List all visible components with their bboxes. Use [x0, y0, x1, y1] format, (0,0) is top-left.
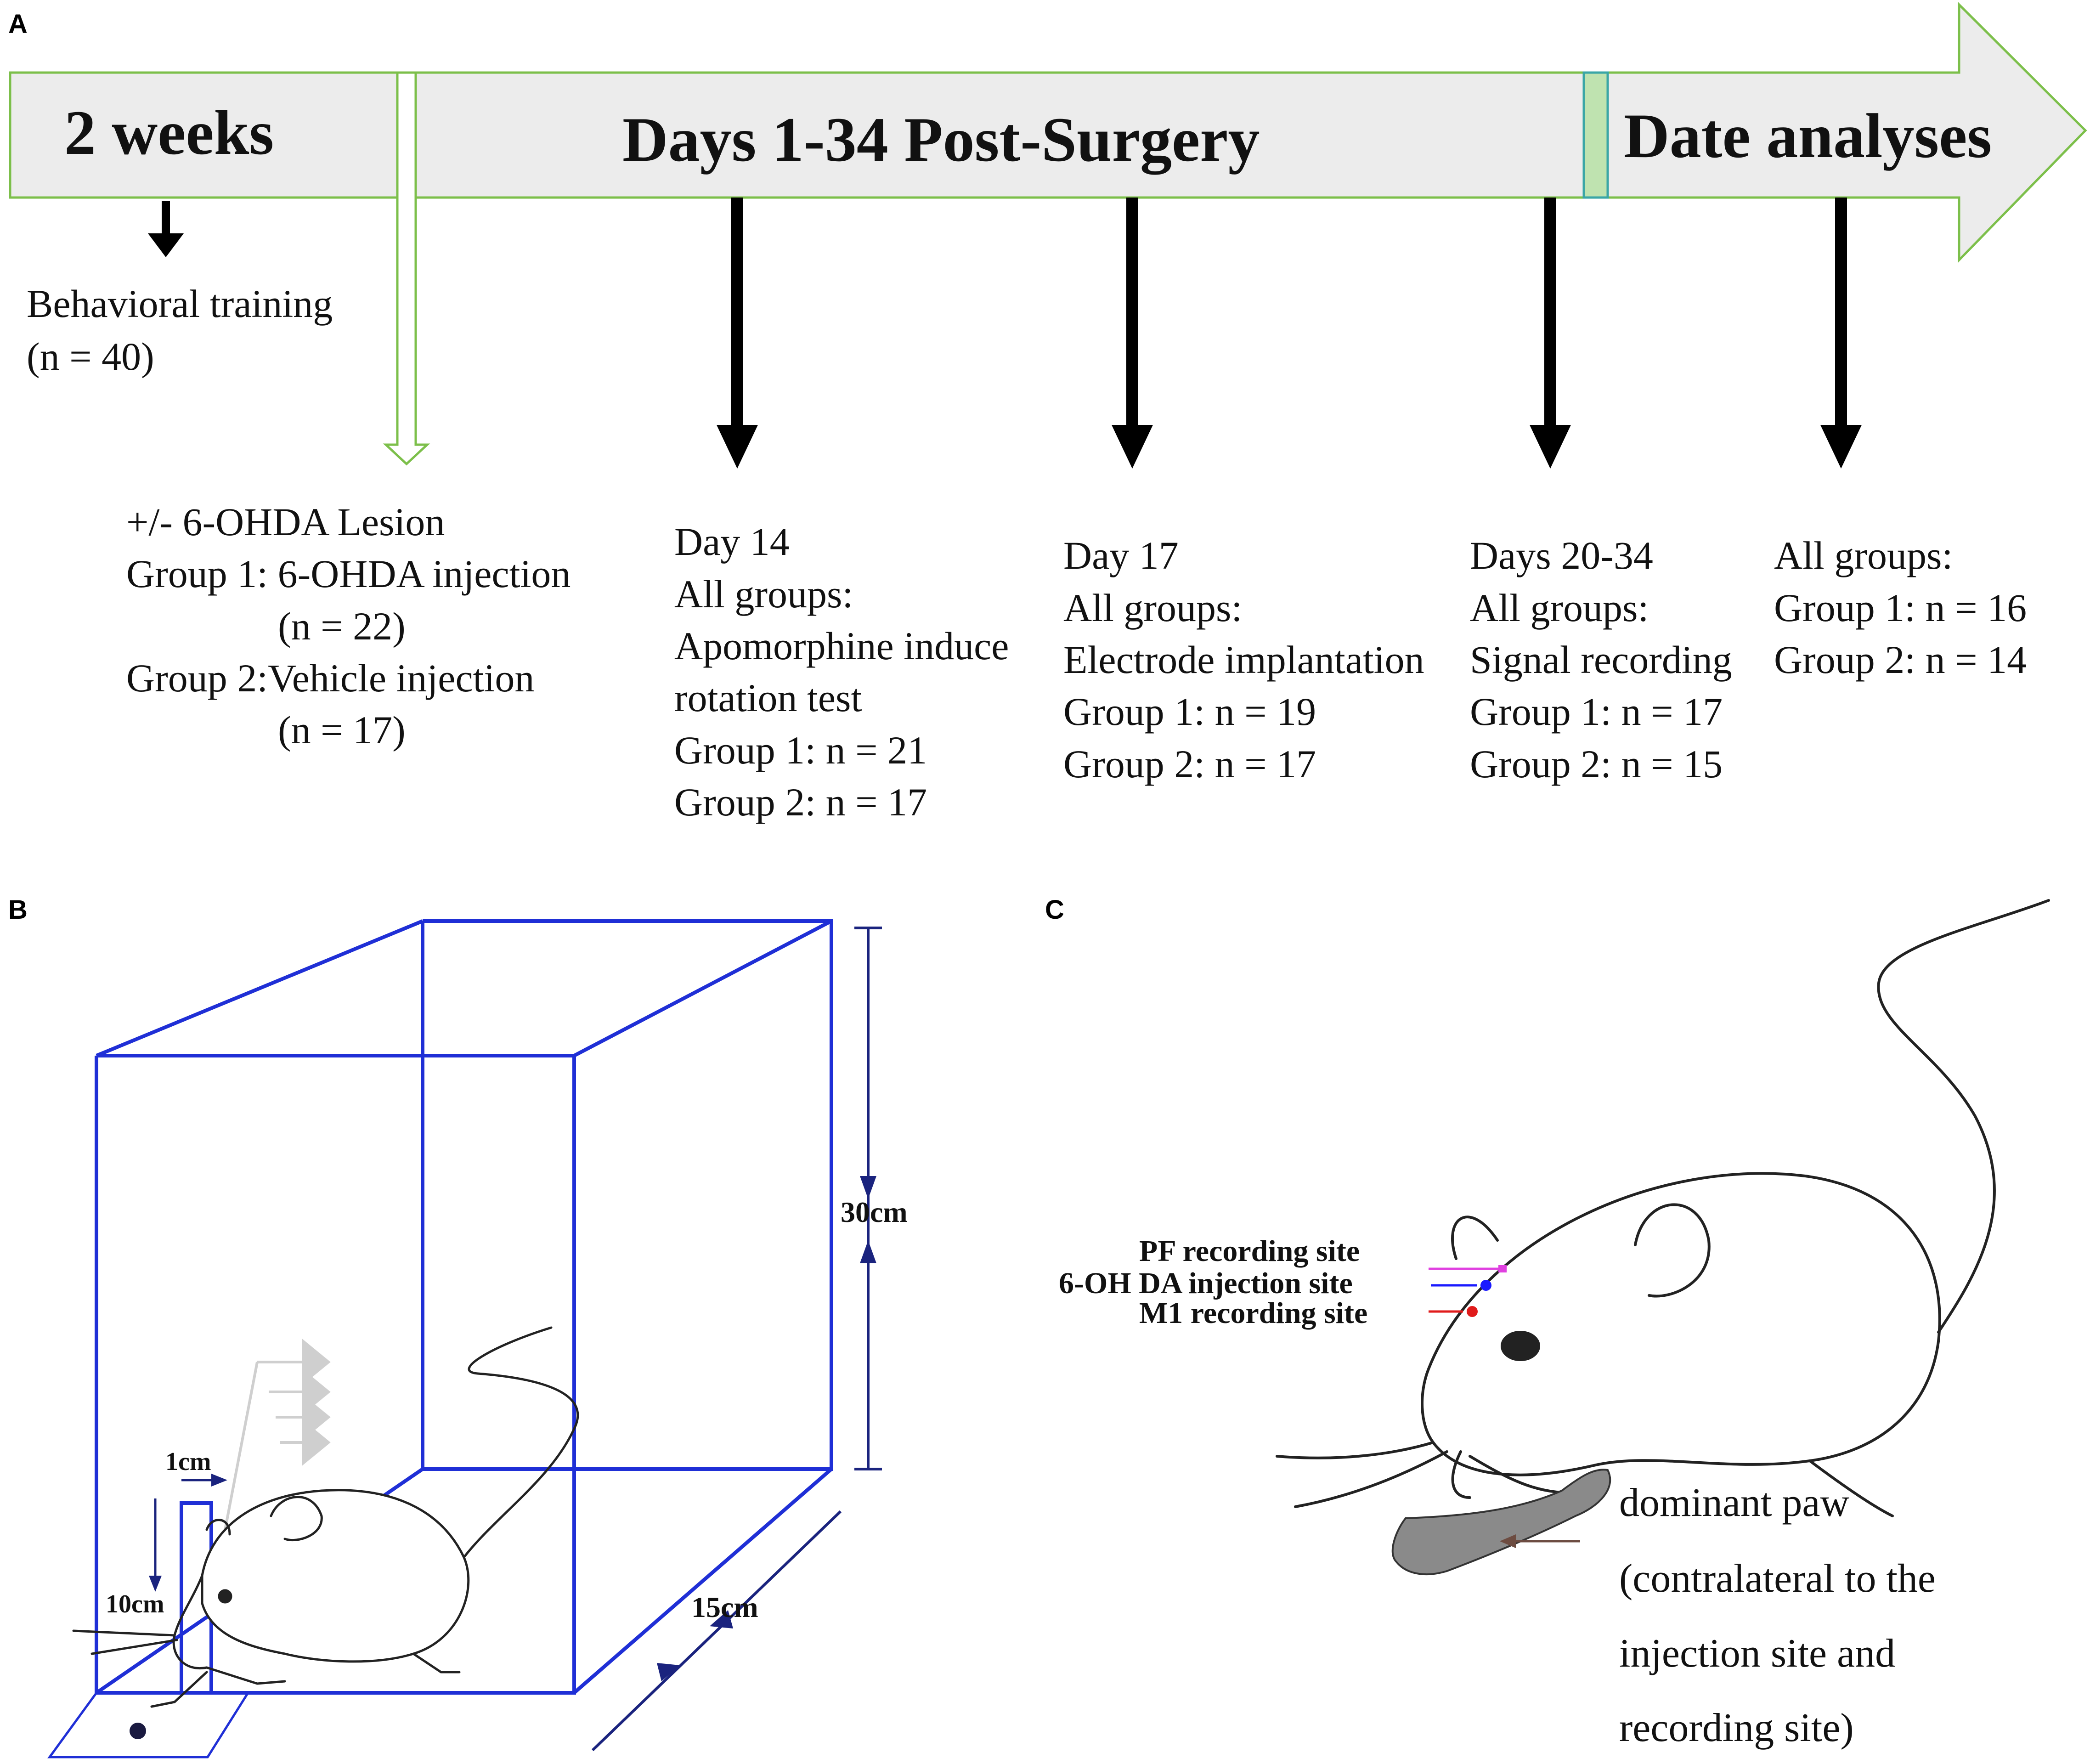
timeline-banner: [9, 1, 2087, 263]
training-line: (n = 40): [27, 334, 154, 379]
phase-data-analyses: Date analyses: [1624, 101, 1992, 171]
day14-arrow: [717, 198, 758, 469]
lesion-line: (n = 22): [278, 604, 406, 648]
panel-a-label: A: [8, 9, 28, 39]
slot-width-label: 1cm: [165, 1447, 211, 1476]
analyses-arrow: [1820, 198, 1862, 469]
lesion-line: +/- 6-OHDA Lesion: [126, 500, 445, 544]
paw-pointer-arrow: [1500, 1534, 1580, 1548]
phase-two-weeks: 2 weeks: [64, 97, 274, 168]
days20-34-line: Signal recording: [1470, 638, 1732, 682]
paw-caption-line: dominant paw: [1619, 1481, 1849, 1525]
mouse-sketch-lesion: [1276, 899, 2050, 1517]
depth-label: 15cm: [691, 1591, 758, 1623]
day17-line: Electrode implantation: [1063, 638, 1424, 682]
depth-dimension: [591, 1510, 842, 1752]
analysis-divider: [1582, 71, 1609, 199]
day17-line: All groups:: [1063, 586, 1242, 630]
dominant-paw: [1391, 1469, 1611, 1576]
day14-line: Day 14: [674, 520, 790, 564]
day14-line: Group 1: n = 21: [674, 728, 927, 772]
days20-34-line: Group 2: n = 15: [1470, 742, 1723, 786]
day17-line: Group 2: n = 17: [1063, 742, 1316, 786]
day17-line: Group 1: n = 19: [1063, 690, 1316, 734]
day14-line: rotation test: [674, 676, 862, 720]
injection-site-marker: [1431, 1280, 1491, 1291]
analyses-line: Group 1: n = 16: [1774, 586, 2027, 630]
reaching-motion-icon: [224, 1338, 331, 1530]
m1-recording-label: M1 recording site: [1139, 1296, 1367, 1330]
day14-line: Group 2: n = 17: [674, 780, 927, 824]
days20-34-line: Group 1: n = 17: [1470, 690, 1723, 734]
day17-line: Day 17: [1063, 533, 1179, 577]
lesion-line: Group 1: 6-OHDA injection: [126, 552, 571, 596]
pf-recording-marker: [1429, 1265, 1507, 1272]
day14-step: Day 14 All groups: Apomorphine induce ro…: [674, 520, 1009, 824]
m1-recording-marker: [1429, 1306, 1478, 1317]
pellet-plate: [47, 1691, 250, 1758]
days20-34-step: Days 20-34 All groups: Signal recording …: [1470, 533, 1732, 786]
phase-post-surgery: Days 1-34 Post-Surgery: [622, 104, 1260, 175]
day14-line: All groups:: [674, 572, 853, 616]
day17-arrow: [1112, 198, 1153, 469]
lesion-step: +/- 6-OHDA Lesion Group 1: 6-OHDA inject…: [126, 500, 571, 752]
analyses-line: Group 2: n = 14: [1774, 638, 2027, 682]
paw-caption-line: injection site and: [1619, 1631, 1895, 1676]
paw-caption-line: (contralateral to the: [1619, 1556, 1936, 1601]
panel-b-label: B: [8, 895, 28, 925]
height-label: 30cm: [841, 1196, 908, 1228]
slot-dimensions: [149, 1474, 227, 1592]
paw-caption-line: recording site): [1619, 1706, 1854, 1750]
training-line: Behavioral training: [27, 282, 333, 326]
day14-line: Apomorphine induce: [674, 624, 1009, 668]
training-arrow: [148, 201, 184, 257]
surgery-marker-arrow: [383, 71, 430, 466]
day17-step: Day 17 All groups: Electrode implantatio…: [1063, 533, 1424, 786]
days20-34-arrow: [1530, 198, 1571, 469]
injection-site-label: 6-OH DA injection site: [1059, 1266, 1353, 1300]
days20-34-line: All groups:: [1470, 586, 1649, 630]
slot-height-label: 10cm: [106, 1590, 164, 1618]
mouse-sketch-reaching: [72, 1326, 579, 1708]
lesion-line: (n = 17): [278, 708, 406, 752]
analyses-step: All groups: Group 1: n = 16 Group 2: n =…: [1774, 533, 2027, 682]
dominant-paw-caption: dominant paw (contralateral to the injec…: [1619, 1481, 1936, 1750]
height-dimension: [854, 927, 882, 1470]
pf-recording-label: PF recording site: [1139, 1234, 1360, 1268]
panel-c-label: C: [1045, 895, 1064, 925]
training-step: Behavioral training (n = 40): [27, 282, 333, 379]
lesion-line: Group 2:Vehicle injection: [126, 656, 534, 700]
days20-34-line: Days 20-34: [1470, 533, 1653, 577]
analyses-line: All groups:: [1774, 533, 1953, 577]
